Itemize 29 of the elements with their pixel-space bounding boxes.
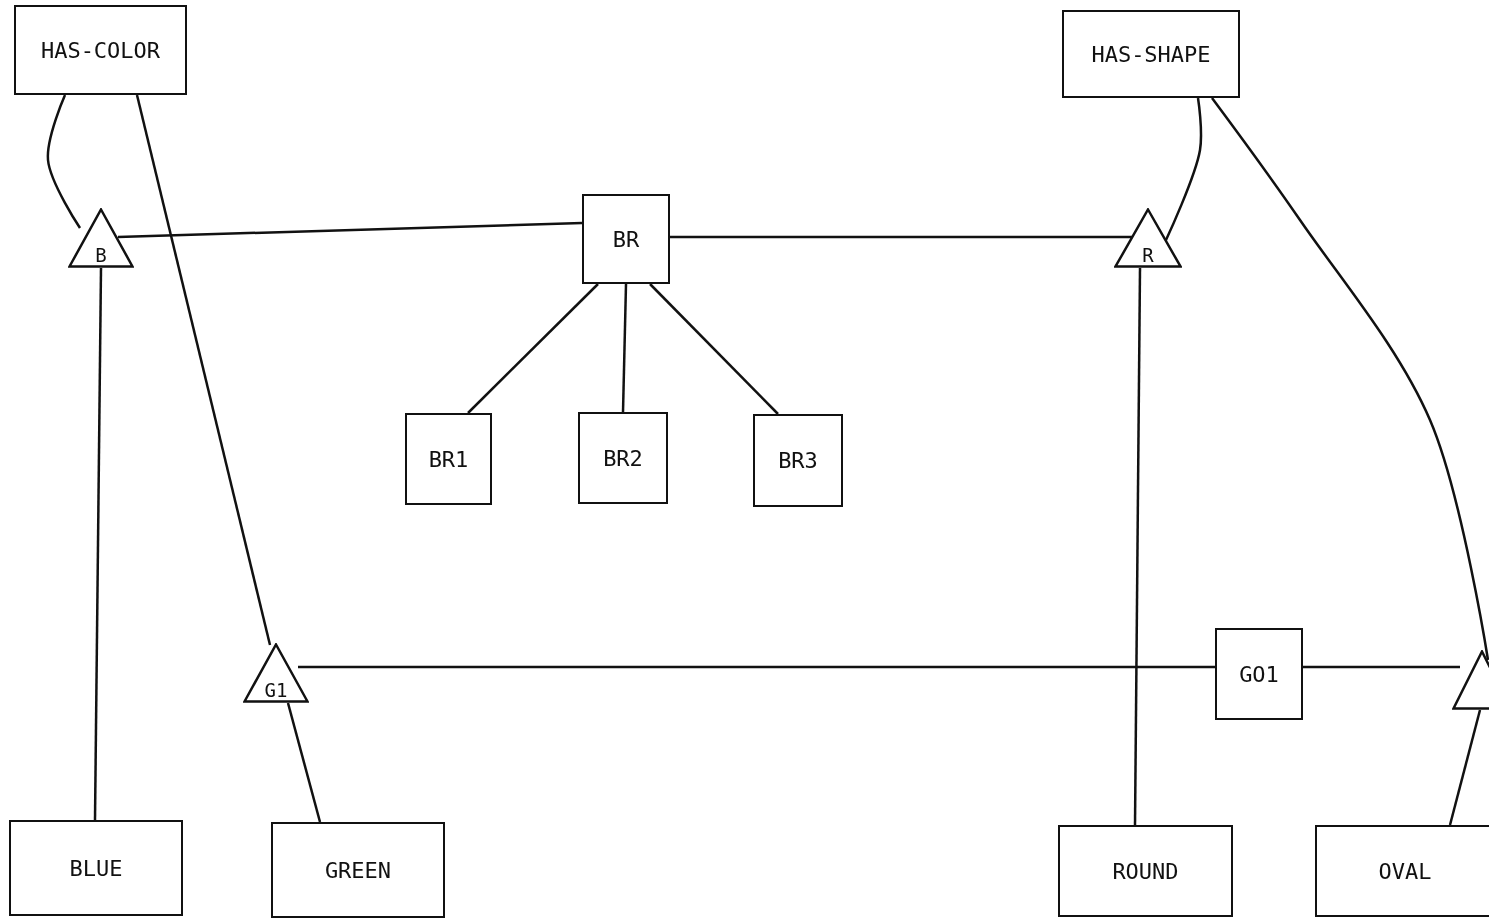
node-box: OVAL: [1315, 825, 1489, 917]
connector-line: [298, 665, 1215, 669]
connector-line: [286, 702, 322, 823]
connector-line: [1448, 709, 1482, 826]
connector-line: [93, 268, 103, 820]
connector-line: [670, 235, 1132, 239]
connector-line: [1211, 97, 1489, 661]
node-box: GREEN: [271, 822, 445, 918]
node-box: BR3: [753, 414, 843, 507]
connector-line: [1303, 665, 1460, 669]
node-label: R: [1142, 244, 1154, 266]
node-label: G1: [264, 679, 288, 701]
connector-line: [621, 283, 628, 413]
node-box: GO1: [1215, 628, 1303, 720]
connector-line: [135, 94, 272, 646]
connector-line: [46, 94, 82, 229]
connector-line: [1164, 97, 1203, 241]
connector-line: [467, 283, 599, 414]
node-box: HAS-COLOR: [14, 5, 187, 95]
connector-line: [649, 283, 779, 415]
node-box: HAS-SHAPE: [1062, 10, 1240, 98]
node-box: BR: [582, 194, 670, 284]
connector-line: [117, 221, 583, 239]
node-label: B: [95, 244, 107, 266]
connector-line: [1133, 268, 1142, 825]
node-box: ROUND: [1058, 825, 1233, 917]
node-box: BR1: [405, 413, 492, 505]
node-box: BR2: [578, 412, 668, 504]
node-box: BLUE: [9, 820, 183, 916]
